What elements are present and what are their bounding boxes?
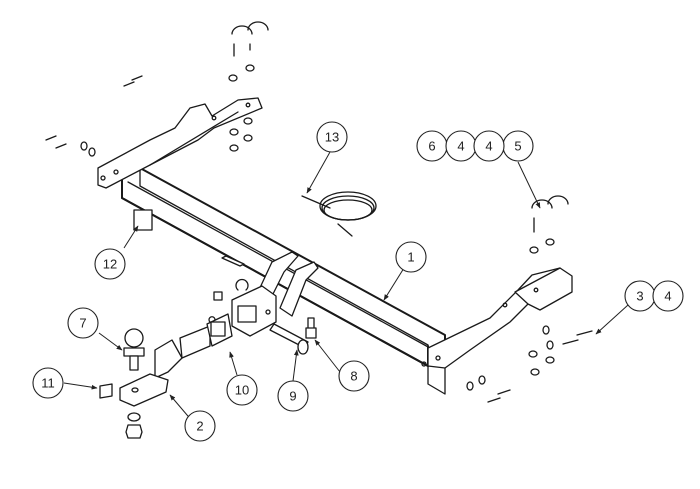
callout-label: 4 <box>457 139 464 154</box>
callout-7: 7 <box>67 307 99 339</box>
callout-4: 4 <box>652 280 684 312</box>
callout-4: 4 <box>445 130 477 162</box>
callout-label: 8 <box>350 369 357 384</box>
main-crossbar <box>97 97 573 395</box>
wiring-coil <box>301 191 377 237</box>
callout-label: 4 <box>485 139 492 154</box>
callout-1: 1 <box>395 241 427 273</box>
callout-label: 13 <box>325 130 339 145</box>
callout-5: 5 <box>502 130 534 162</box>
callout-label: 7 <box>79 316 86 331</box>
callout-label: 9 <box>289 389 296 404</box>
callout-3: 3 <box>624 280 656 312</box>
callout-label: 1 <box>407 250 414 265</box>
callout-label: 3 <box>636 289 643 304</box>
callout-label: 2 <box>196 419 203 434</box>
label-plates <box>99 209 153 399</box>
callout-10: 10 <box>226 374 258 406</box>
callout-6: 6 <box>416 130 448 162</box>
callout-label: 11 <box>41 376 55 391</box>
drop-bar <box>119 313 233 407</box>
fasteners <box>45 21 593 403</box>
tow-ball <box>123 328 145 371</box>
leader-lines <box>63 151 629 423</box>
callout-label: 12 <box>103 257 117 272</box>
callout-label: 10 <box>235 383 249 398</box>
nut-washer <box>125 412 143 439</box>
callout-9: 9 <box>277 380 309 412</box>
callout-13: 13 <box>316 121 348 153</box>
callout-label: 5 <box>514 139 521 154</box>
callout-8: 8 <box>338 360 370 392</box>
callout-11: 11 <box>32 367 64 399</box>
callout-2: 2 <box>184 410 216 442</box>
callout-4: 4 <box>473 130 505 162</box>
callout-label: 4 <box>664 289 671 304</box>
callout-label: 6 <box>428 139 435 154</box>
callout-12: 12 <box>94 248 126 280</box>
